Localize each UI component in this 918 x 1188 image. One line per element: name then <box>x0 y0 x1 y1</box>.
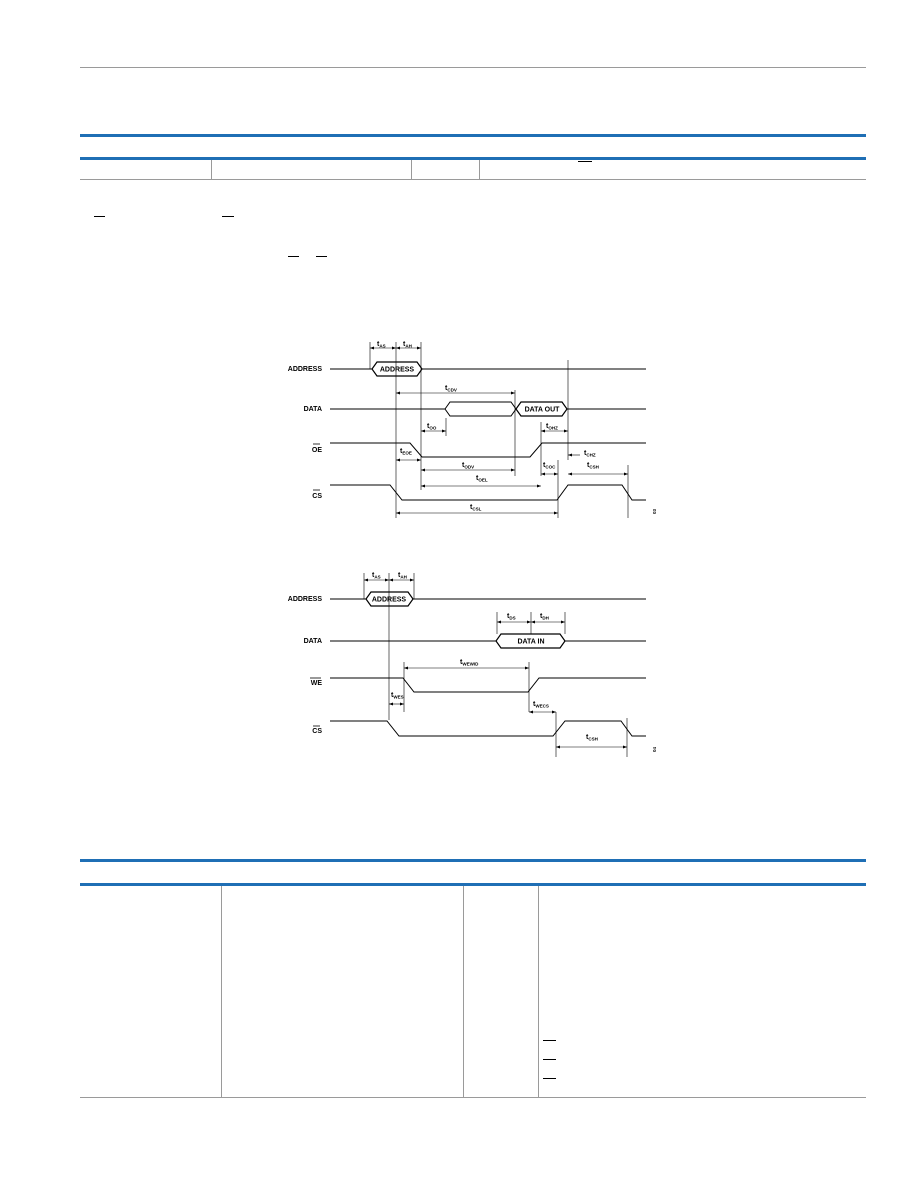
overline-mark <box>578 161 592 162</box>
read-t-eoe-label: tEOE <box>400 448 412 456</box>
overline-mark <box>543 1078 556 1079</box>
read-signal-data: DATA <box>304 406 322 413</box>
read-t-coc-label: tCOC <box>543 462 556 470</box>
read-timing-diagram: ADDRESS DATA OE CS ADDRESS DATA OUT tAS … <box>288 341 657 518</box>
write-t-dh-label: tDH <box>540 613 549 621</box>
write-signal-address: ADDRESS <box>288 596 323 603</box>
read-signal-cs: CS <box>312 493 322 500</box>
table2-top-rule <box>80 859 866 862</box>
read-signal-address: ADDRESS <box>288 366 323 373</box>
read-t-csl-label: tCSL <box>470 504 482 512</box>
read-t-ah-label: tAH <box>403 341 412 349</box>
read-figure-id: 03 <box>652 508 657 514</box>
table2-column-divider <box>463 886 464 1097</box>
overline-mark <box>543 1059 556 1060</box>
overline-mark <box>316 256 327 257</box>
table-column-divider <box>211 160 212 180</box>
write-t-wes-label: tWES <box>391 692 404 700</box>
read-t-oel-label: tOEL <box>476 475 488 483</box>
read-data-out-box-label: DATA OUT <box>525 407 561 414</box>
overline-mark <box>94 216 105 217</box>
write-address-box-label: ADDRESS <box>372 597 407 604</box>
read-address-box-label: ADDRESS <box>380 367 415 374</box>
read-t-ohz-label: tOHZ <box>546 423 558 431</box>
table-bottom-rule <box>80 179 866 180</box>
read-signal-oe: OE <box>312 447 322 454</box>
write-data-in-box-label: DATA IN <box>517 639 544 646</box>
read-t-oo-label: tOO <box>427 423 437 431</box>
read-t-cdv-label: tCDV <box>445 385 457 393</box>
write-t-csh-label: tCSH <box>586 734 598 742</box>
write-t-wecs-label: tWECS <box>533 701 549 709</box>
table2-column-divider <box>221 886 222 1097</box>
table-column-divider <box>411 160 412 180</box>
header-rule <box>80 67 866 68</box>
overline-mark <box>222 216 234 217</box>
table2-bottom-rule <box>80 1097 866 1098</box>
write-t-ah-label: tAH <box>398 572 407 580</box>
write-signal-we: WE <box>311 680 323 687</box>
table2-column-divider <box>538 886 539 1097</box>
read-t-chz-label: tCHZ <box>584 450 596 458</box>
read-t-csh-label: tCSH <box>587 462 599 470</box>
write-figure-id: 04 <box>652 746 657 752</box>
write-t-wewid-label: tWEWID <box>460 659 479 667</box>
write-t-ds-label: tDS <box>507 613 516 621</box>
read-t-as-label: tAS <box>377 341 386 349</box>
write-t-as-label: tAS <box>372 572 381 580</box>
write-timing-diagram: ADDRESS DATA WE CS ADDRESS DATA IN tAS t… <box>288 572 657 757</box>
table-header-rule <box>80 157 866 160</box>
read-t-odv-label: tODV <box>462 462 474 470</box>
table2-header-rule <box>80 883 866 886</box>
table-top-rule <box>80 134 866 137</box>
table-column-divider <box>479 160 480 180</box>
write-signal-cs: CS <box>312 728 322 735</box>
overline-mark <box>288 256 299 257</box>
overline-mark <box>543 1040 556 1041</box>
write-signal-data: DATA <box>304 638 322 645</box>
